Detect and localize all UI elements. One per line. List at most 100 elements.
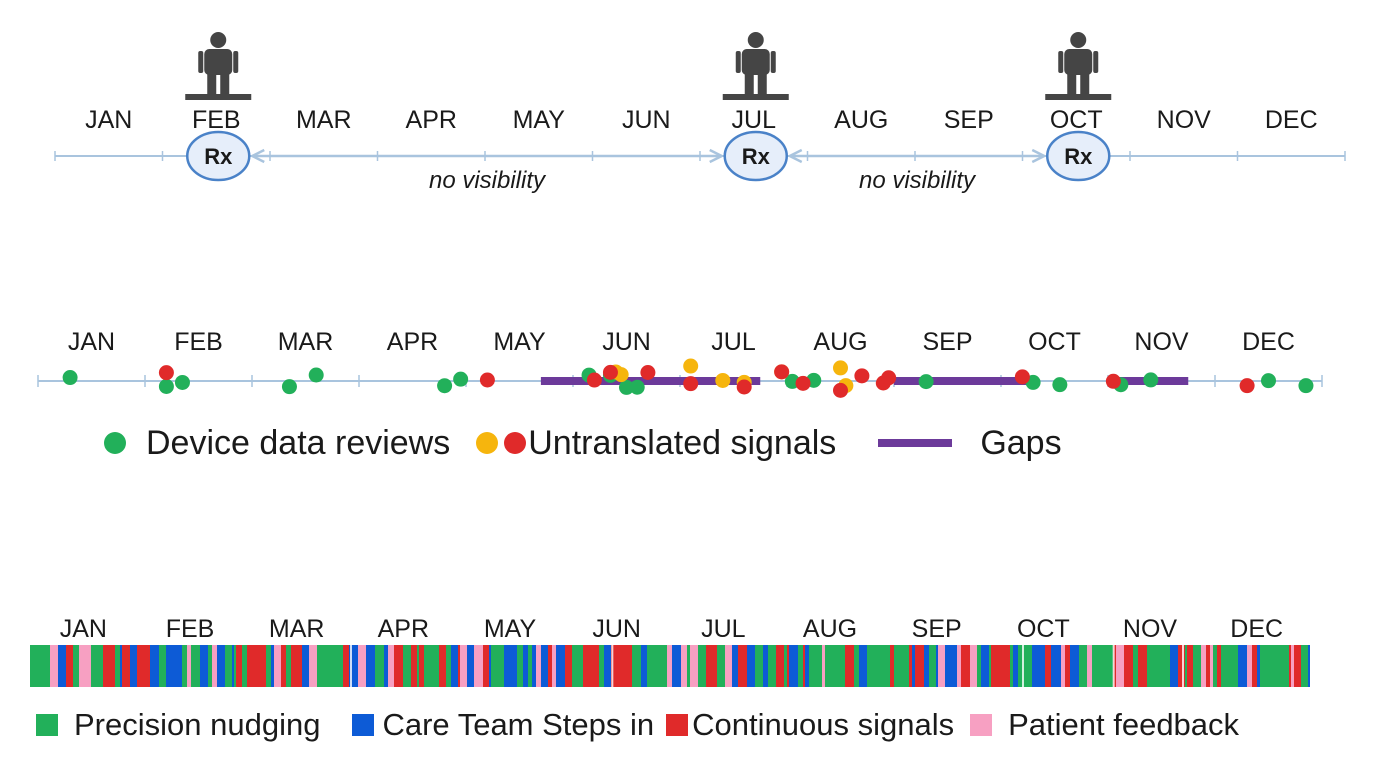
signal-band	[1238, 645, 1247, 687]
legend-reviews: Device data reviews	[100, 424, 450, 463]
signal-band	[583, 645, 588, 687]
signal-dot-red	[1105, 373, 1121, 389]
signal-band	[938, 645, 945, 687]
strip-separator	[611, 645, 614, 687]
signal-band	[112, 645, 115, 687]
signal-band	[784, 645, 787, 687]
signal-band	[182, 645, 185, 687]
signal-band	[424, 645, 433, 687]
person-arm	[1058, 51, 1064, 73]
person-arm	[770, 51, 776, 73]
review-dot	[918, 374, 934, 390]
signal-band	[1247, 645, 1252, 687]
signal-band	[536, 645, 541, 687]
signal-band	[1070, 645, 1079, 687]
signal-band	[991, 645, 998, 687]
month-label: JAN	[60, 615, 107, 643]
signal-band	[1160, 645, 1163, 687]
signal-band	[517, 645, 523, 687]
signal-band	[1289, 645, 1291, 687]
signal-band	[1051, 645, 1055, 687]
signal-band	[1206, 645, 1210, 687]
signal-band	[776, 645, 784, 687]
signal-dot-red	[479, 372, 495, 388]
signal-dot-red	[602, 364, 618, 380]
signal-band	[530, 645, 532, 687]
legend-continuous-signals: Continuous signals	[666, 707, 954, 743]
signal-band	[859, 645, 867, 687]
signal-band	[565, 645, 572, 687]
signal-dot-orange	[715, 372, 731, 388]
signal-band	[1024, 645, 1032, 687]
signal-band	[977, 645, 981, 687]
signal-band	[97, 645, 103, 687]
signal-dot-red	[774, 364, 790, 380]
signal-band	[854, 645, 859, 687]
signal-dot-red	[586, 372, 602, 388]
person-leg	[757, 72, 767, 94]
signal-band	[497, 645, 504, 687]
rx-label: Rx	[204, 144, 233, 169]
legend-signals-label: Untranslated signals	[528, 423, 837, 462]
signal-band	[1124, 645, 1130, 687]
month-label: AUG	[834, 106, 888, 134]
review-dot	[158, 378, 174, 394]
signal-band	[1217, 645, 1221, 687]
signal-band	[732, 645, 738, 687]
signal-band	[763, 645, 768, 687]
signal-band	[266, 645, 271, 687]
signal-band	[1098, 645, 1104, 687]
person-leg	[1080, 72, 1090, 94]
signal-band	[611, 645, 619, 687]
legend-gaps: Gaps	[878, 424, 1062, 463]
month-label: JUN	[622, 106, 671, 134]
strip-separator	[1182, 645, 1184, 687]
person-torso	[204, 49, 233, 75]
signal-band	[1079, 645, 1087, 687]
signal-band	[66, 645, 73, 687]
signal-band	[1201, 645, 1206, 687]
signal-band	[331, 645, 338, 687]
legend-care-team: Care Team Steps in	[352, 707, 654, 743]
signal-band	[798, 645, 803, 687]
signal-band	[489, 645, 491, 687]
signal-band	[1013, 645, 1018, 687]
signal-band	[1283, 645, 1289, 687]
rx-label: Rx	[742, 144, 771, 169]
person-head	[747, 32, 764, 48]
signal-band	[120, 645, 122, 687]
signal-band	[79, 645, 82, 687]
signal-band	[174, 645, 182, 687]
month-label: JAN	[68, 328, 115, 356]
signal-band	[58, 645, 66, 687]
signal-band	[822, 645, 825, 687]
signal-band	[366, 645, 375, 687]
signal-band	[641, 645, 647, 687]
signal-band	[1018, 645, 1022, 687]
signal-band	[1185, 645, 1187, 687]
signal-band	[388, 645, 394, 687]
green-square-icon	[36, 714, 58, 736]
rx-visit-badge	[186, 130, 251, 182]
strip-separator	[1112, 645, 1115, 687]
signal-band	[523, 645, 528, 687]
signal-band	[690, 645, 698, 687]
signal-band	[40, 645, 45, 687]
signal-band	[343, 645, 349, 687]
signal-band	[867, 645, 876, 687]
review-dot	[281, 379, 297, 395]
signal-band	[924, 645, 929, 687]
signal-band	[912, 645, 915, 687]
legend-feedback: Patient feedback	[970, 707, 1239, 743]
signal-band	[572, 645, 578, 687]
signal-band	[981, 645, 989, 687]
signal-band	[217, 645, 225, 687]
signal-band	[403, 645, 411, 687]
month-label: OCT	[1050, 106, 1103, 134]
signal-band	[647, 645, 654, 687]
month-label: FEB	[166, 615, 215, 643]
signal-band	[281, 645, 286, 687]
